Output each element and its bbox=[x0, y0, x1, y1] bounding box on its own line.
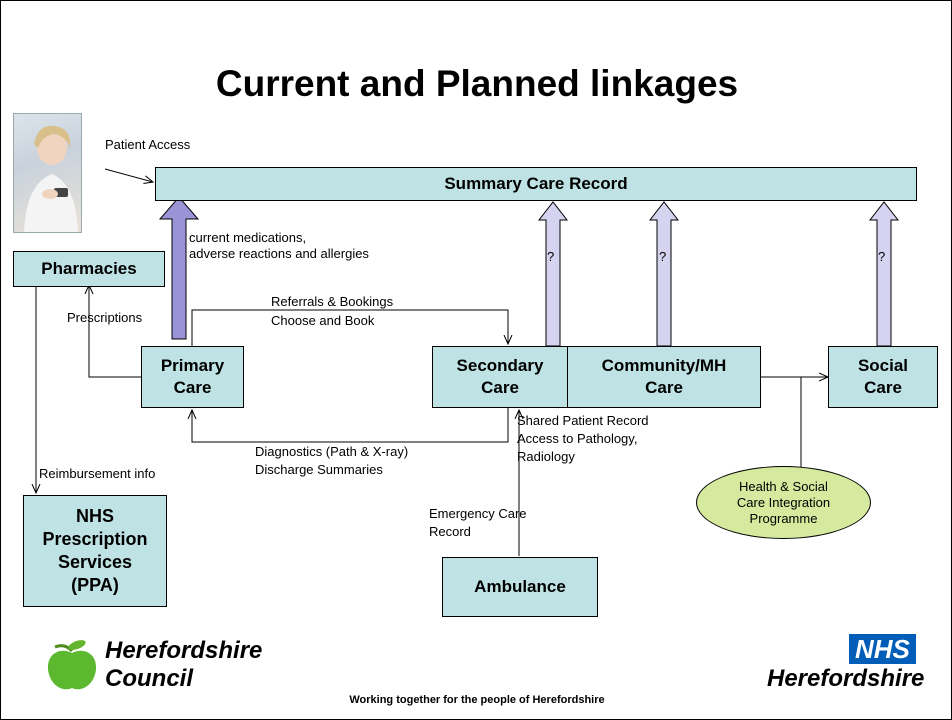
community-line-1: Community/MH bbox=[601, 356, 727, 375]
social-to-scr-arrow bbox=[868, 201, 900, 347]
ambulance-box: Ambulance bbox=[442, 557, 598, 617]
integration-line-3: Programme bbox=[749, 510, 818, 526]
prescriptions-label: Prescriptions bbox=[67, 310, 143, 325]
secondary-care-box: Secondary Care bbox=[432, 346, 568, 408]
community-to-scr-arrow bbox=[648, 201, 680, 347]
integration-programme-oval: Health & Social Care Integration Program… bbox=[696, 466, 871, 539]
primary-care-box: Primary Care bbox=[141, 346, 244, 408]
nhs-herefordshire-text: Herefordshire bbox=[767, 665, 925, 692]
shared-record-label-3: Radiology bbox=[517, 449, 575, 464]
social-care-line-1: Social bbox=[857, 356, 909, 375]
secondary-question-label: ? bbox=[547, 249, 555, 264]
nhs-ppa-box: NHS Prescription Services (PPA) bbox=[23, 495, 167, 607]
patient-access-label: Patient Access bbox=[105, 137, 191, 152]
emergency-label-2: Record bbox=[429, 524, 471, 539]
primary-care-line-1: Primary bbox=[160, 356, 225, 375]
council-logo-text: Herefordshire Council bbox=[105, 637, 262, 693]
secondary-care-line-1: Secondary bbox=[456, 356, 544, 375]
footer-tagline: Working together for the people of Heref… bbox=[349, 694, 605, 706]
referrals-label-2: Choose and Book bbox=[271, 313, 375, 328]
summary-care-record-box: Summary Care Record bbox=[155, 167, 917, 201]
shared-record-label-1: Shared Patient Record bbox=[517, 413, 649, 428]
community-question-label: ? bbox=[659, 249, 667, 264]
ppa-line-4: (PPA) bbox=[71, 575, 119, 595]
diagnostics-label-2: Discharge Summaries bbox=[255, 462, 383, 477]
integration-line-2: Care Integration bbox=[736, 494, 831, 510]
secondary-care-line-2: Care bbox=[481, 378, 519, 397]
pharmacies-box: Pharmacies bbox=[13, 251, 165, 287]
ppa-line-2: Prescription bbox=[42, 529, 148, 549]
slide-title: Current and Planned linkages bbox=[215, 63, 739, 104]
diagnostics-arrow bbox=[192, 408, 509, 443]
reimbursement-label: Reimbursement info bbox=[39, 466, 156, 481]
social-question-label: ? bbox=[878, 249, 886, 264]
primary-care-line-2: Care bbox=[173, 378, 212, 397]
ppa-line-3: Services bbox=[57, 552, 133, 572]
shared-record-label-2: Access to Pathology, bbox=[517, 431, 638, 446]
social-care-line-2: Care bbox=[864, 378, 902, 397]
social-care-box: Social Care bbox=[828, 346, 938, 408]
nhs-badge: NHS bbox=[849, 634, 916, 664]
patient-photo bbox=[13, 113, 82, 233]
community-mh-care-box: Community/MH Care bbox=[567, 346, 761, 408]
integration-line-1: Health & Social bbox=[739, 478, 828, 494]
council-logo-line-1: Herefordshire bbox=[105, 637, 263, 664]
patient-access-arrow bbox=[104, 168, 153, 182]
diagnostics-label-1: Diagnostics (Path & X-ray) bbox=[255, 444, 409, 459]
prescriptions-arrow bbox=[89, 285, 141, 378]
community-line-2: Care bbox=[645, 378, 683, 397]
emergency-label-1: Emergency Care bbox=[429, 506, 527, 521]
council-logo-line-2: Council bbox=[105, 665, 193, 692]
secondary-to-scr-arrow bbox=[537, 201, 569, 347]
apple-logo-icon bbox=[47, 640, 97, 690]
medications-label-1: current medications, bbox=[189, 230, 307, 245]
primary-to-scr-arrow bbox=[158, 196, 200, 340]
referrals-arrow bbox=[191, 309, 508, 346]
medications-label-2: adverse reactions and allergies bbox=[189, 246, 369, 261]
referrals-label-1: Referrals & Bookings bbox=[271, 294, 394, 309]
ppa-line-1: NHS bbox=[75, 506, 114, 526]
